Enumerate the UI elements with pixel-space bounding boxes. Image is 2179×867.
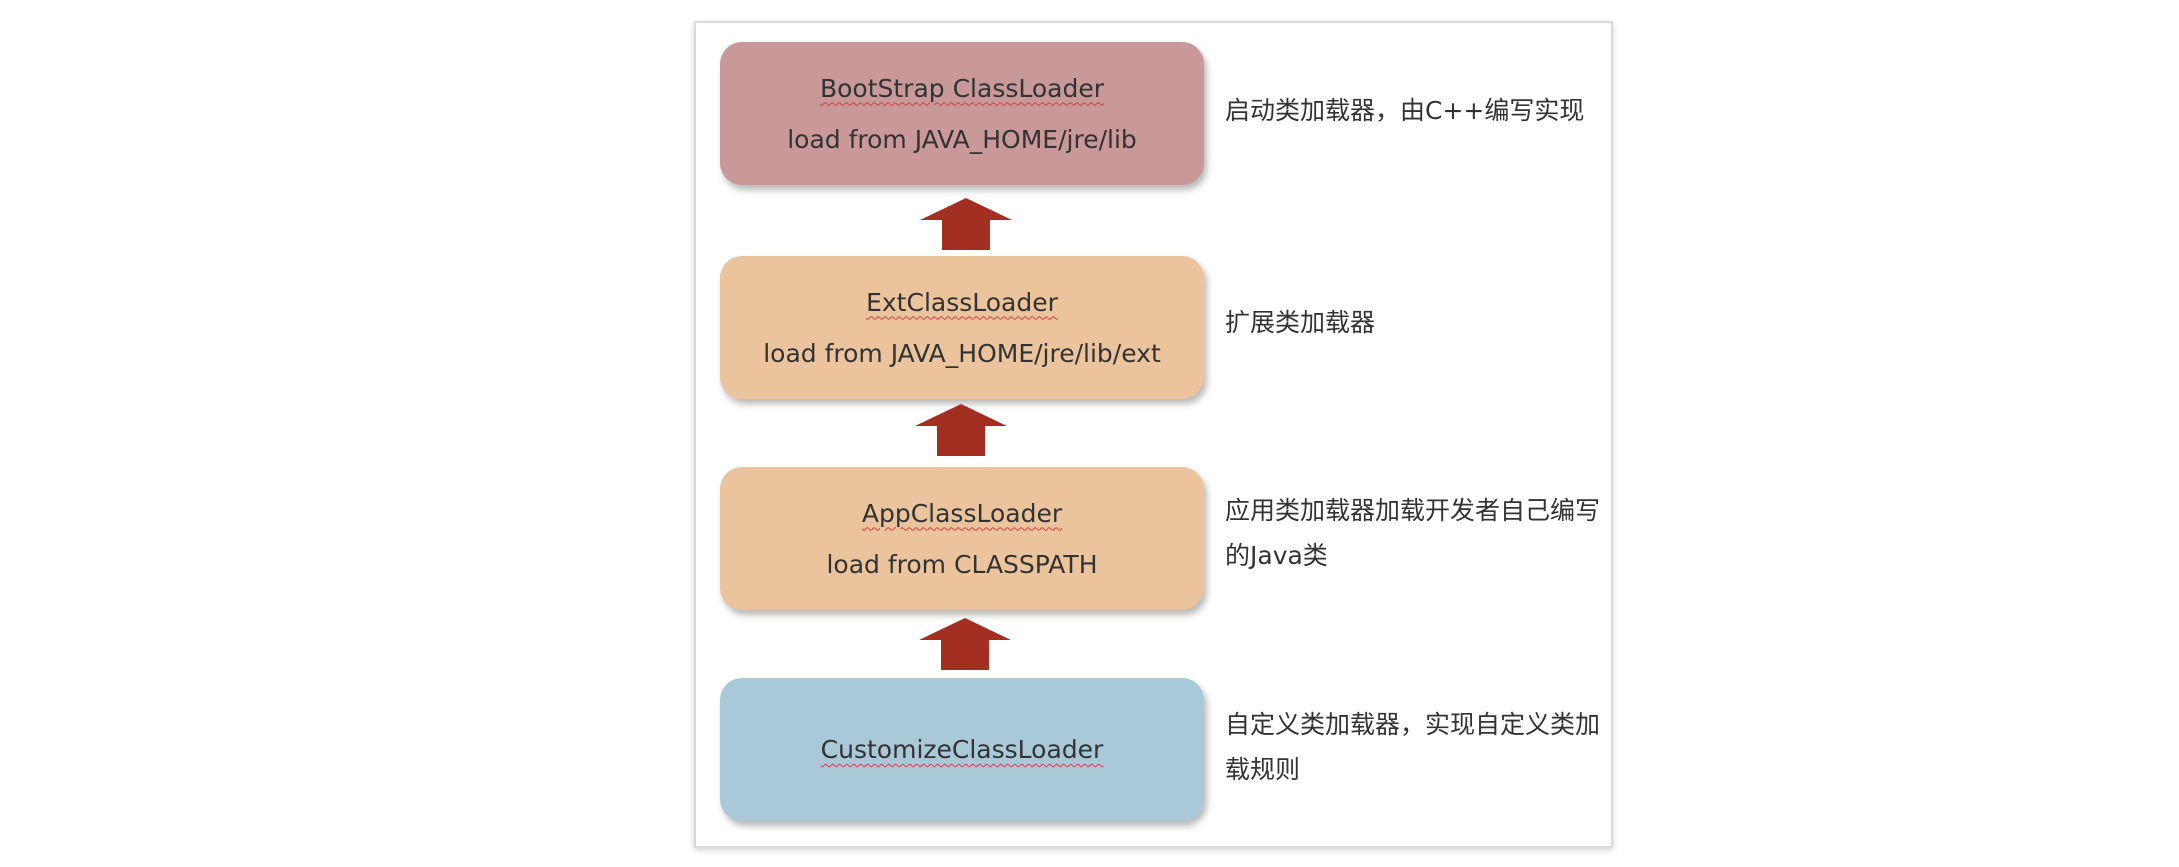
app-classloader-title: AppClassLoader (861, 498, 1063, 528)
bootstrap-classloader-box: BootStrap ClassLoader load from JAVA_HOM… (720, 42, 1204, 185)
customize-classloader-title: CustomizeClassLoader (820, 735, 1104, 764)
up-arrow-2 (915, 404, 1007, 456)
app-classloader-path: load from CLASSPATH (826, 549, 1098, 579)
ext-note: 扩展类加载器 (1225, 308, 1376, 337)
ext-classloader-path: load from JAVA_HOME/jre/lib/ext (763, 338, 1161, 368)
custom-note: 自定义类加载器，实现自定义类加载规则 (1225, 710, 1601, 784)
ext-classloader-box: ExtClassLoader load from JAVA_HOME/jre/l… (720, 256, 1204, 399)
ext-classloader-title: ExtClassLoader (866, 287, 1058, 317)
bootstrap-classloader-title: BootStrap ClassLoader (819, 73, 1105, 103)
up-arrow-3 (919, 618, 1011, 670)
bootstrap-note: 启动类加载器，由C++编写实现 (1225, 96, 1585, 125)
app-classloader-box: AppClassLoader load from CLASSPATH (720, 467, 1204, 610)
customize-classloader-box: CustomizeClassLoader (720, 678, 1204, 821)
app-note: 应用类加载器加载开发者自己编写的Java类 (1225, 496, 1601, 570)
bootstrap-classloader-path: load from JAVA_HOME/jre/lib (787, 124, 1137, 154)
up-arrow-1 (920, 198, 1012, 250)
